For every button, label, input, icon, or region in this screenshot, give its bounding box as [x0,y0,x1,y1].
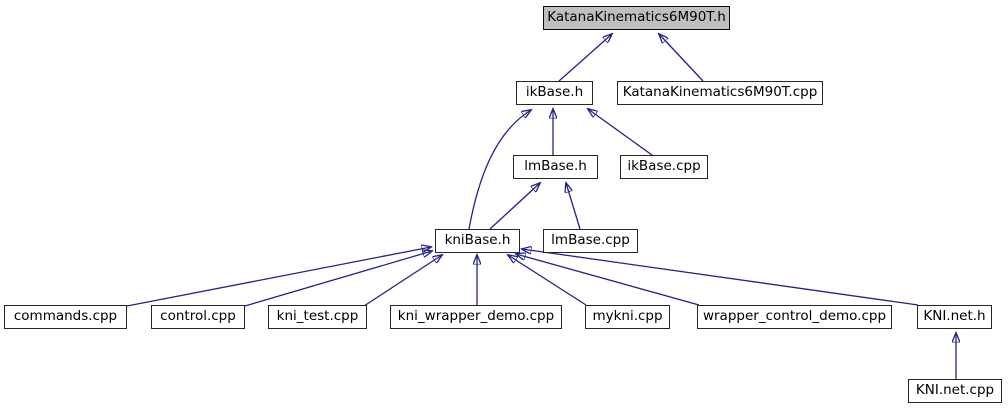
node-mykni.cpp[interactable]: mykni.cpp [585,305,670,329]
node-KNI.net.h[interactable]: KNI.net.h [917,305,992,329]
edge-kniBase.h-to-lmBase.h [489,183,540,230]
node-lmBase.h[interactable]: lmBase.h [513,155,598,179]
edge-ikBase.h-to-KatanaKinematics6M90T.h [558,34,612,82]
edge-kniBase.h-to-ikBase.h [468,110,531,230]
node-commands.cpp[interactable]: commands.cpp [4,305,127,329]
node-kni_test.cpp[interactable]: kni_test.cpp [268,305,367,329]
edge-ikBase.cpp-to-ikBase.h [588,109,653,156]
node-kniBase.h[interactable]: kniBase.h [435,229,520,253]
node-ikBase.h[interactable]: ikBase.h [516,81,593,105]
node-lmBase.cpp[interactable]: lmBase.cpp [543,229,638,253]
edge-control.cpp-to-kniBase.h [244,251,432,307]
node-control.cpp[interactable]: control.cpp [151,305,245,329]
edge-wrapper_control_demo.cpp-to-kniBase.h [516,254,700,306]
edge-commands.cpp-to-kniBase.h [126,247,431,307]
node-KatanaKinematics6M90T.cpp[interactable]: KatanaKinematics6M90T.cpp [617,81,823,105]
edge-kni_test.cpp-to-kniBase.h [363,255,442,307]
edge-KatanaKinematics6M90T.cpp-to-KatanaKinematics6M90T.h [659,34,704,82]
edge-lmBase.cpp-to-lmBase.h [566,183,581,230]
node-wrapper_control_demo.cpp[interactable]: wrapper_control_demo.cpp [697,305,892,329]
edge-KNI.net.h-to-kniBase.h [522,249,919,306]
node-kni_wrapper_demo.cpp[interactable]: kni_wrapper_demo.cpp [390,305,562,329]
node-KNI.net.cpp[interactable]: KNI.net.cpp [908,379,1002,403]
node-KatanaKinematics6M90T.h: KatanaKinematics6M90T.h [543,6,730,30]
node-ikBase.cpp[interactable]: ikBase.cpp [620,155,708,179]
edge-mykni.cpp-to-kniBase.h [508,255,587,306]
